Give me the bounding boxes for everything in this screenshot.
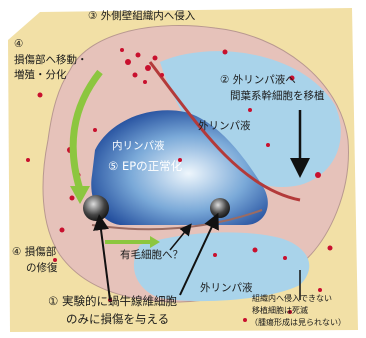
injured-fibrocyte-left [83, 195, 109, 221]
injured-fibrocyte-right [210, 198, 230, 218]
label-note-line1: 組織内へ侵入できない [252, 294, 332, 303]
label-note-line3: （腫瘍形成は見られない） [250, 318, 346, 327]
label-step1-line1: ① 実験的に蝸牛線維細胞 [48, 295, 177, 308]
label-endolymph: 内リンパ液 [112, 140, 165, 152]
label-repair-line1: ④ 損傷部 [12, 246, 56, 258]
label-step2-line1: ② 外リンパ液へ [220, 74, 296, 86]
label-step4-line1: 損傷部へ移動・ [14, 54, 88, 66]
label-note-line2: 移植細胞は死滅 [252, 306, 308, 315]
label-step2-line2: 間葉系幹細胞を移植 [230, 90, 325, 102]
label-step4-line2: 増殖・分化 [14, 69, 67, 81]
label-step5: ⑤ EPの正常化 [108, 160, 182, 173]
label-hair-cell: 有毛細胞へ？ [120, 249, 183, 261]
label-step4-number: ④ [14, 38, 23, 50]
label-step1-line2: のみに損傷を与える [66, 313, 169, 326]
label-repair-line2: の修復 [26, 262, 58, 274]
label-step3: ③ 外側壁組織内へ侵入 [88, 10, 195, 22]
label-perilymph-upper: 外リンパ液 [198, 120, 251, 132]
label-perilymph-lower: 外リンパ液 [200, 282, 253, 294]
